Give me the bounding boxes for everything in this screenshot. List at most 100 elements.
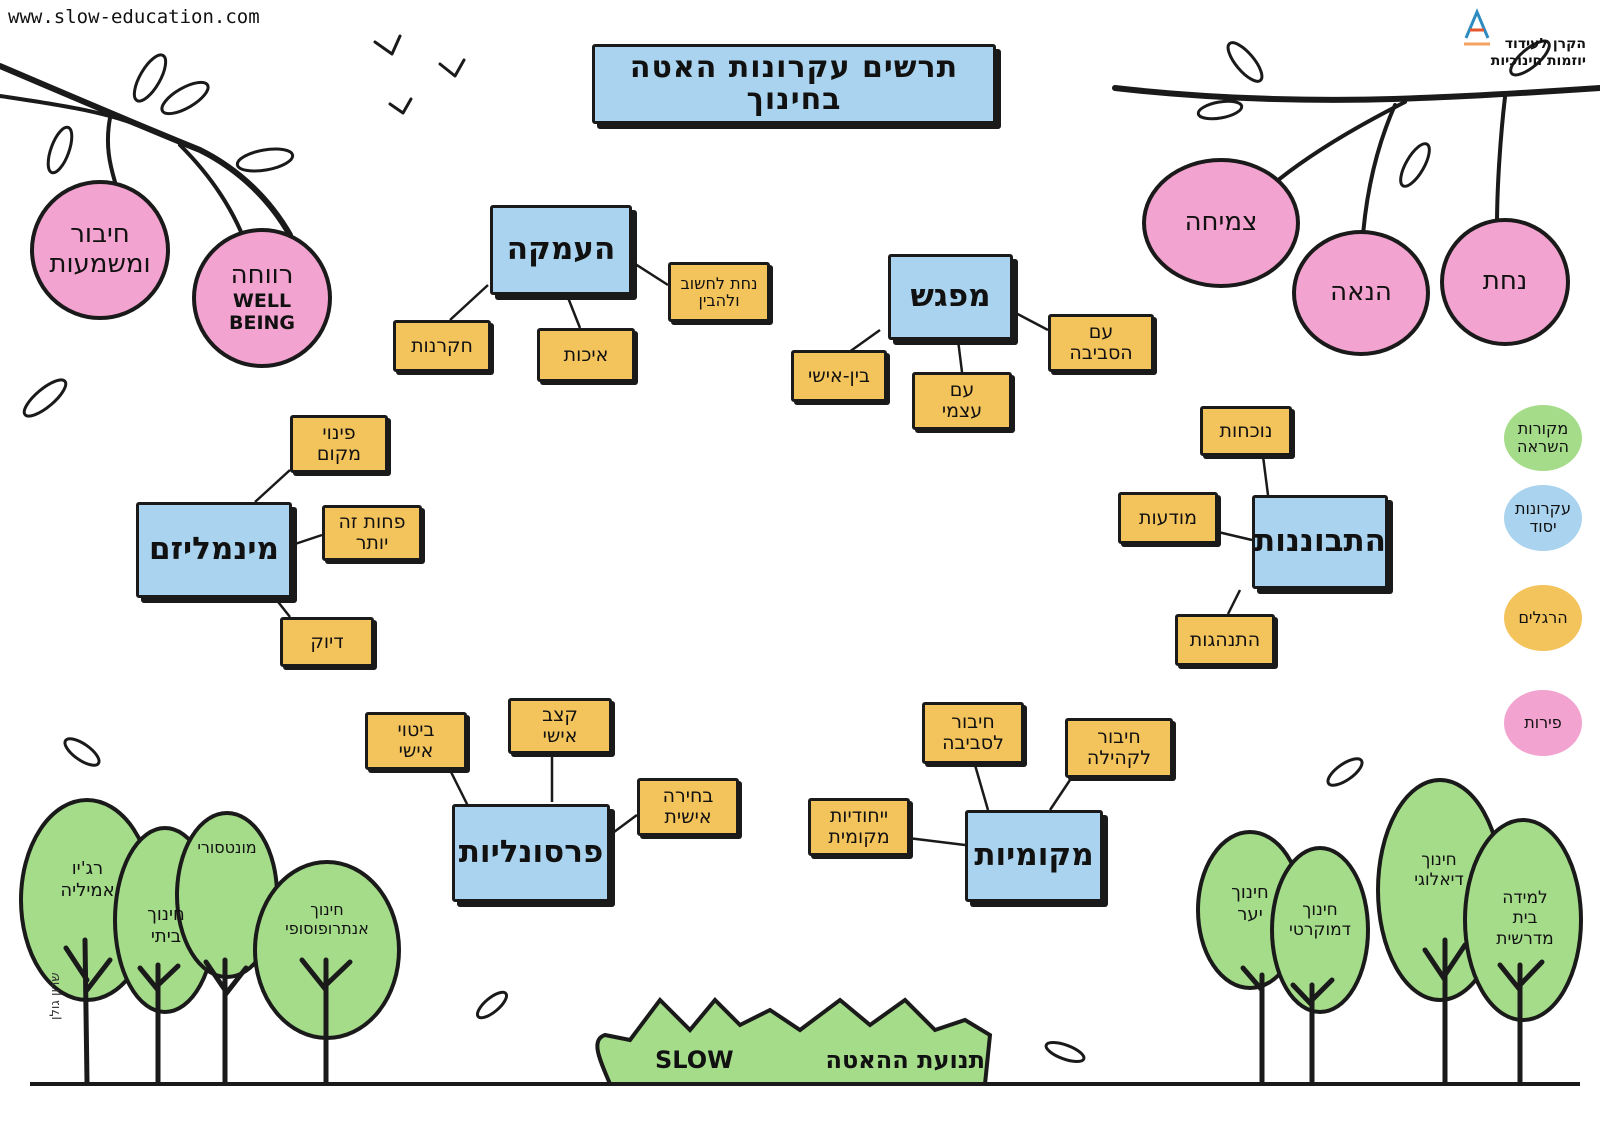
- habit-label: עצמי: [941, 400, 983, 422]
- habit-precision: דיוק: [280, 617, 374, 667]
- habit-label: אישי: [398, 740, 434, 762]
- tree-anthroposophic: חינוך אנתרופוסופי: [262, 900, 392, 938]
- habit-with-self: עם עצמי: [912, 372, 1012, 430]
- tree-label: דיאלוגי: [1414, 870, 1464, 891]
- legend-label: הרגלים: [1518, 607, 1568, 627]
- fruit-label: רווחה: [230, 260, 294, 291]
- connector: [448, 769, 472, 811]
- habit-personal-expression: ביטוי אישי: [365, 712, 467, 770]
- tree-label: בית: [1512, 908, 1538, 929]
- habit-awareness: מודעות: [1118, 492, 1218, 544]
- habit-label: ביטוי: [397, 719, 435, 742]
- fruit-contentment: נחת: [1440, 218, 1570, 346]
- tree-montessori: מונטסורי: [180, 838, 274, 857]
- tree-label: חינוך: [147, 904, 185, 925]
- habit-curiosity: חקרנות: [393, 320, 491, 372]
- connector: [563, 289, 582, 329]
- connector: [609, 813, 638, 837]
- connector: [1217, 530, 1253, 542]
- habit-label: עם: [1088, 321, 1114, 344]
- fruit-label: צמיחה: [1184, 207, 1258, 238]
- connector: [973, 764, 990, 811]
- tree-label: יער: [1237, 903, 1263, 925]
- tree-label: חינוך: [310, 900, 344, 919]
- slow-movement-label: SLOW תנועת ההאטה: [655, 1046, 985, 1074]
- legend-core-principles: עקרונות יסוד: [1504, 485, 1582, 551]
- tree-label: רג'יו: [71, 858, 104, 879]
- legend-label: השראה: [1517, 437, 1569, 456]
- principle-minimalism: מינמליזם: [136, 502, 292, 598]
- sponsor-logo-icon: [1464, 8, 1490, 46]
- connector: [956, 339, 964, 373]
- tree-label: חינוך: [1421, 850, 1457, 870]
- habit-label: דיוק: [310, 630, 344, 653]
- habit-label: ייחודיות: [829, 805, 889, 828]
- connector: [1048, 776, 1074, 811]
- habit-label: יותר: [355, 532, 389, 554]
- principle-label: העמקה: [506, 231, 616, 268]
- fruit-label-en: BEING: [228, 311, 296, 334]
- sponsor-line: יוזמות חינוכיות: [1490, 52, 1586, 69]
- tree-label: מדרשית: [1496, 928, 1554, 949]
- branch-leaf: [1399, 142, 1431, 188]
- habit-label: מודעות: [1139, 506, 1198, 529]
- habit-label: בחירה: [662, 785, 714, 808]
- tree-dialogic-education: חינוך דיאלוגי: [1392, 850, 1486, 891]
- tree-label: אנתרופוסופי: [285, 919, 369, 939]
- habit-label: עם: [949, 379, 975, 402]
- connector: [631, 260, 669, 287]
- tree-label: אמיליה: [60, 879, 115, 901]
- connector: [1009, 308, 1049, 332]
- principle-locality: מקומיות: [965, 810, 1103, 902]
- tree-label: דמוקרטי: [1289, 920, 1351, 941]
- habit-local-uniqueness: ייחודיות מקומית: [808, 798, 910, 856]
- right-stem-2: [1360, 103, 1397, 250]
- habit-personal-pace: קצב אישי: [508, 698, 612, 754]
- habit-presence: נוכחות: [1200, 406, 1292, 456]
- right-branch: [1112, 85, 1600, 103]
- falling-leaf: [63, 737, 101, 767]
- page-title: תרשים עקרונות האטה בחינוך: [592, 44, 996, 124]
- habit-label: חקרנות: [411, 334, 473, 357]
- left-branch-twig: [0, 94, 152, 132]
- habit-label: מקום: [316, 443, 362, 465]
- slow-bush: [595, 996, 993, 1086]
- left-forest: [19, 798, 401, 1085]
- principle-personalization: פרסונליות: [452, 804, 610, 902]
- branch-leaf: [1226, 41, 1264, 83]
- fruit-label: ומשמעות: [49, 249, 151, 279]
- fruit-wellbeing: רווחה WELL BEING: [192, 228, 332, 368]
- fruit-label: חיבור: [70, 219, 130, 250]
- falling-leaf: [475, 990, 509, 1020]
- habit-label: אישית: [664, 806, 712, 828]
- fruit-enjoyment: הנאה: [1292, 230, 1430, 356]
- right-forest: [1196, 778, 1583, 1085]
- bird-1: [373, 34, 402, 56]
- falling-leaf: [22, 378, 68, 418]
- branch-leaf: [235, 147, 295, 173]
- connector: [449, 284, 489, 321]
- branch-leaf: [1196, 99, 1244, 121]
- tree-reggio-emilia: רג'יו אמיליה: [40, 858, 135, 901]
- connector: [291, 533, 323, 547]
- legend-inspiration-sources: מקורות השראה: [1504, 405, 1582, 471]
- habit-interpersonal: בין-אישי: [791, 350, 887, 402]
- principle-depth: העמקה: [490, 205, 632, 295]
- fruit-connection-meaning: חיבור ומשמעות: [30, 180, 170, 320]
- legend-label: פירות: [1524, 712, 1562, 732]
- bird-2: [438, 58, 466, 78]
- connector: [907, 836, 966, 847]
- right-stem-3: [1495, 95, 1507, 227]
- falling-leaf: [1044, 1041, 1086, 1063]
- fruit-label: הנאה: [1330, 277, 1392, 308]
- tree-label: למידה: [1502, 888, 1548, 908]
- branch-leaf: [132, 53, 168, 103]
- habit-label: פינוי: [322, 422, 356, 445]
- habit-label: לקהילה: [1086, 747, 1152, 769]
- artist-signature: שרון גולן: [48, 972, 63, 1020]
- page-title-text: תרשים עקרונות האטה בחינוך: [629, 49, 959, 117]
- habit-label: איכות: [563, 343, 609, 366]
- habit-label: חיבור: [951, 711, 995, 734]
- tree-democratic-education: חינוך דמוקרטי: [1276, 900, 1364, 941]
